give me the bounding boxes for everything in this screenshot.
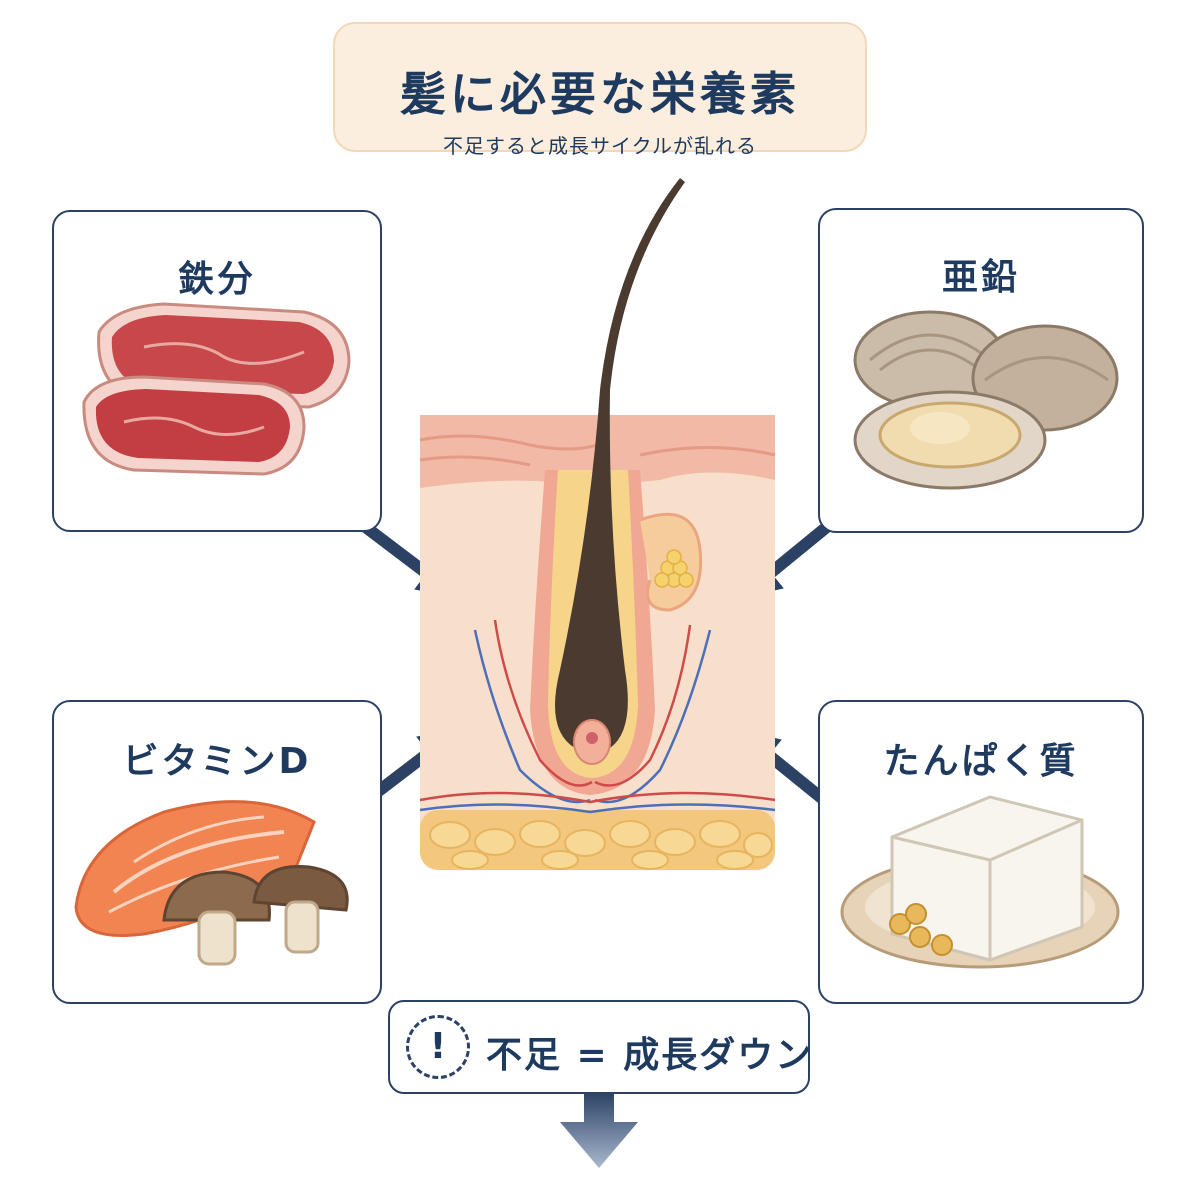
warning-text: 不足 = 成長ダウン [486,1035,814,1076]
nutrient-card-protein: たんぱく質 [818,700,1144,1004]
nutrient-label-vitamin-d: ビタミンD [122,741,312,782]
steak-icon [82,302,351,476]
clam-icon [853,310,1119,490]
nutrient-card-zinc: 亜鉛 [818,208,1144,533]
nutrient-label-protein: たんぱく質 [883,741,1079,782]
title-panel: 髪に必要な栄養素 不足すると成長サイクルが乱れる [333,22,867,158]
nutrient-label-zinc: 亜鉛 [941,257,1020,298]
down-arrow-icon [560,1092,638,1168]
page-title: 髪に必要な栄養素 [400,67,800,121]
nutrient-card-vitamin-d: ビタミンD [52,700,382,1004]
nutrient-card-iron: 鉄分 [52,210,382,532]
tofu-icon [840,795,1120,969]
exclamation-icon: ! [406,1015,470,1079]
salmon-mushroom-icon [74,800,349,966]
nutrient-label-iron: 鉄分 [177,259,256,300]
warning-panel: ! 不足 = 成長ダウン [388,1000,814,1094]
page-subtitle: 不足すると成長サイクルが乱れる [443,134,757,158]
hair-follicle-icon [419,178,776,870]
